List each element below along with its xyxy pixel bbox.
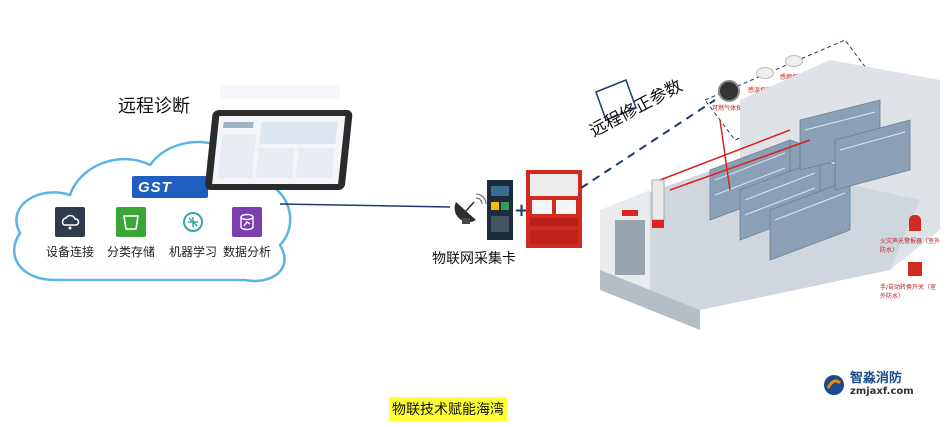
- service-label: 机器学习: [168, 245, 217, 259]
- tag-gas: 可燃气体探测器: [712, 105, 755, 112]
- brand-name: 智淼消防: [850, 371, 903, 386]
- tablet-image: [205, 85, 353, 190]
- brand-logo: 智淼消防 zmjaxf.com: [822, 372, 914, 398]
- service-storage: 分类存储: [96, 207, 166, 260]
- brand-url: zmjaxf.com: [850, 386, 914, 397]
- server-room-image: [600, 60, 940, 330]
- service-analytics: 数据分析: [212, 207, 282, 260]
- tag-alarm: 火灾声光警报器（室外防水）: [880, 238, 941, 254]
- service-label: 数据分析: [222, 245, 271, 259]
- plus-icon: +: [514, 200, 530, 221]
- brain-icon: [178, 207, 208, 237]
- heat-detector-icon: [756, 67, 774, 79]
- smoke-detector-icon: [785, 55, 803, 67]
- manual-switch-icon: [908, 262, 922, 276]
- service-label: 分类存储: [106, 245, 155, 259]
- bucket-icon: [116, 207, 146, 237]
- iot-board-image: [487, 180, 513, 240]
- service-device-connect: 设备连接: [35, 207, 105, 260]
- satellite-dish-icon: [454, 193, 487, 224]
- service-ml: 机器学习: [158, 207, 228, 260]
- brand-emblem-icon: [824, 375, 844, 395]
- connection-line: [280, 203, 451, 208]
- fire-panel-image: [526, 170, 582, 248]
- database-chart-icon: [232, 207, 262, 237]
- service-label: 设备连接: [45, 245, 94, 259]
- remote-diagnosis-title: 远程诊断: [118, 96, 190, 117]
- tag-switch: 手/自动转换开关（室外防水）: [880, 284, 937, 300]
- cloud-connect-icon: [55, 207, 85, 237]
- alarm-beacon-icon: [909, 215, 921, 231]
- gst-logo: GST: [132, 176, 208, 198]
- document-icon: [595, 79, 637, 121]
- footer-caption: 物联技术赋能海湾: [389, 397, 507, 421]
- iot-card-label: 物联网采集卡: [432, 251, 516, 267]
- gas-detector-icon: [718, 80, 740, 102]
